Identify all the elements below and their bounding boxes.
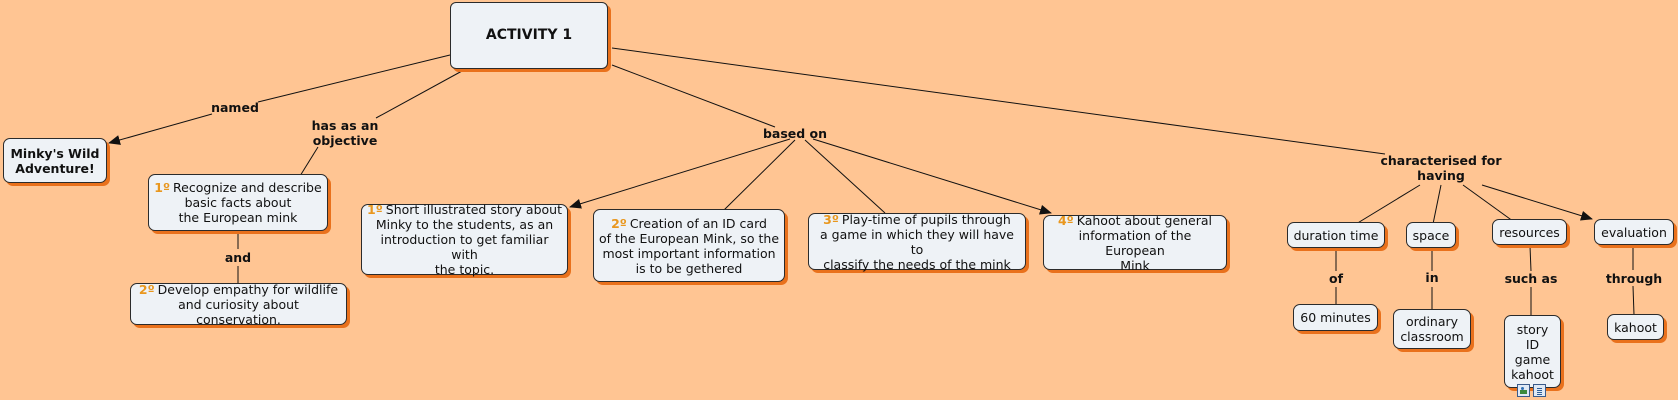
resources-label: resources [1499,224,1560,240]
connector-char-duration [1355,184,1421,225]
resources-value: story ID game kahoot [1511,321,1554,382]
step-4-number: 4º [1057,212,1074,228]
step-2-text: Creation of an ID card of the European M… [598,215,780,276]
duration-value: 60 minutes [1300,310,1371,325]
objective-2-text: Develop empathy for wildlife and curiosi… [157,281,339,327]
objective-1-number: 1º [154,180,171,195]
step-2-number: 2º [611,215,627,231]
duration-value-node[interactable]: 60 minutes [1293,304,1378,331]
step-3-number: 3º [823,211,839,227]
step-4-text: Kahoot about general information of the … [1076,212,1213,273]
connector-char-resources [1462,184,1518,225]
connector-resources-suchas [1529,245,1532,272]
evaluation-value-node[interactable]: kahoot [1607,314,1664,340]
evaluation-label: evaluation [1601,224,1667,240]
activity-name-label: Minky's Wild Adventure! [10,145,100,176]
evaluation-value: kahoot [1614,319,1657,335]
activity-name-node[interactable]: Minky's Wild Adventure! [3,138,107,183]
objective-1-text: Recognize and describe basic facts about… [173,180,322,225]
space-node[interactable]: space [1406,222,1456,248]
resources-node[interactable]: resources [1492,219,1567,245]
link-based-on: based on [762,126,828,141]
image-icon[interactable] [1517,384,1530,397]
connector-basedon-step4 [812,138,1052,215]
connector-through-kahoot [1632,285,1635,316]
connector-char-evaluation [1481,184,1593,221]
connector-basedon-step3 [804,139,886,214]
link-and: and [224,250,252,265]
evaluation-node[interactable]: evaluation [1594,219,1674,245]
connector-root-objective [375,70,463,119]
connector-root-characterised [611,47,1386,155]
root-node[interactable]: ACTIVITY 1 [450,2,608,69]
duration-label: duration time [1293,227,1379,243]
connector-root-basedon [611,64,776,128]
duration-node[interactable]: duration time [1287,222,1385,248]
document-icon[interactable] [1533,384,1546,397]
objective-2-number: 2º [138,281,155,297]
connector-named-minky [108,113,213,145]
step-1-text: Short illustrated story about Minky to t… [375,202,562,277]
space-label: space [1412,227,1450,243]
link-has-objective: has as an objective [311,118,379,148]
link-of: of [1328,271,1344,286]
connector-root-named [257,54,451,103]
link-through: through [1605,271,1663,286]
connector-basedon-step2 [723,139,796,211]
link-in: in [1425,270,1439,285]
step-1-number: 1º [367,202,383,217]
link-characterised: characterised for having [1380,153,1502,183]
connector-basedon-step1 [569,138,791,209]
link-such-as: such as [1504,271,1558,286]
resources-value-node[interactable]: story ID game kahoot [1504,315,1561,388]
connector-objective-obj1 [299,146,319,177]
connector-char-space [1432,184,1442,225]
space-value-node[interactable]: ordinary classroom [1393,309,1471,349]
root-label: ACTIVITY 1 [485,27,573,43]
link-named: named [211,100,259,115]
space-value: ordinary classroom [1400,314,1464,344]
step-3-text: Play-time of pupils through a game in wh… [820,211,1014,272]
